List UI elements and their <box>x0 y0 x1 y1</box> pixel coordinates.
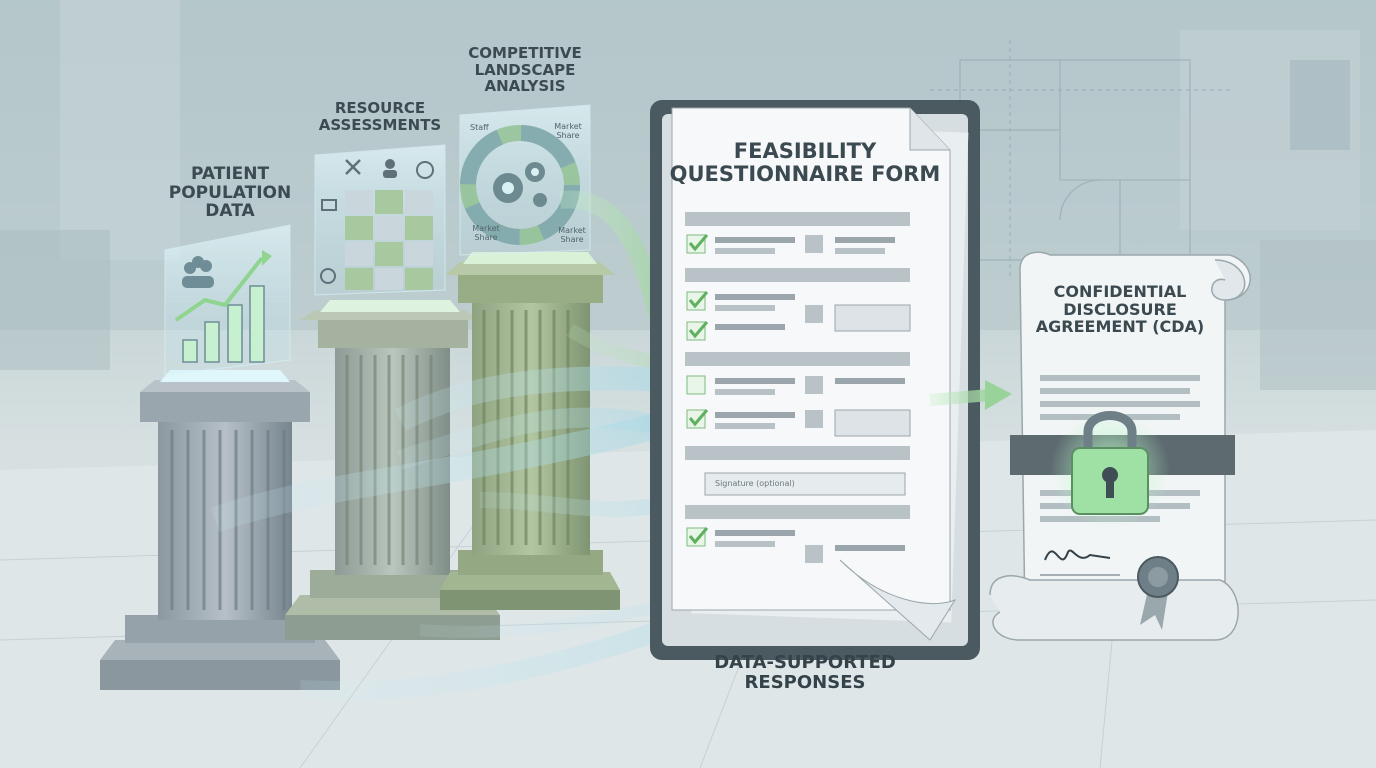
market-share-label-2: Market Share <box>472 224 500 242</box>
monitor-icon <box>321 199 337 211</box>
resource-grid <box>345 190 433 290</box>
pillar-patient-population <box>100 370 340 690</box>
clock-icon <box>416 161 434 179</box>
competitive-cycle-panel <box>459 104 591 256</box>
signature-mark <box>1044 549 1111 561</box>
seal-icon <box>1137 556 1179 630</box>
form-field-hint: Signature (optional) <box>715 479 795 488</box>
resource-grid-panel <box>314 144 446 296</box>
cda-scroll <box>989 251 1251 641</box>
resource-assessments-label: RESOURCE ASSESSMENTS <box>318 99 442 134</box>
gears-icon <box>493 162 547 207</box>
competitive-landscape-label: COMPETITIVE LANDSCAPE ANALYSIS <box>468 44 582 95</box>
trend-arrow-icon <box>174 256 264 322</box>
timer-icon <box>320 268 336 284</box>
checkmark-icons <box>688 234 709 545</box>
person-icon <box>383 159 397 178</box>
cda-title: CONFIDENTIAL DISCLOSURE AGREEMENT (CDA) <box>1035 282 1205 337</box>
form-title: FEASIBILITY QUESTIONNAIRE FORM <box>669 139 941 187</box>
bar-chart-icon <box>182 285 265 363</box>
feasibility-tablet <box>650 100 980 660</box>
tools-icon <box>345 159 361 175</box>
patient-chart-panel <box>164 224 291 376</box>
patient-population-label: PATIENT POPULATION DATA <box>168 164 292 222</box>
market-share-label-1: Market Share <box>554 122 582 140</box>
staff-label: Staff <box>470 123 489 132</box>
data-supported-responses-label: DATA-SUPPORTED RESPONSES <box>714 652 896 693</box>
form-to-cda-arrow <box>929 380 1012 410</box>
form-rows <box>685 212 911 563</box>
market-share-label-3: Market Share <box>558 226 586 244</box>
people-icon <box>182 256 214 288</box>
padlock-icon <box>1071 411 1149 515</box>
